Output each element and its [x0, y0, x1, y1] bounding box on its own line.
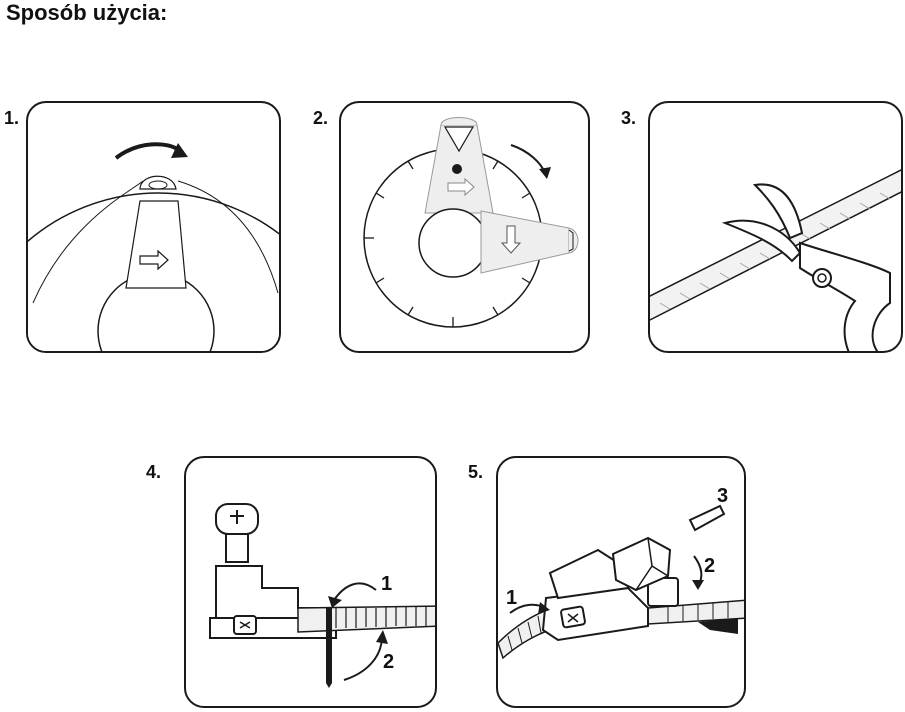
page-title: Sposób użycia: [6, 0, 168, 25]
step-1-illustration [28, 142, 279, 351]
step-1-panel [26, 101, 281, 353]
step-5-callout-2: 2 [704, 555, 715, 577]
step-2-number: 2. [313, 108, 329, 128]
step-2-panel [339, 101, 590, 353]
step-4-callout-1: 1 [381, 573, 392, 595]
step-3-number: 3. [621, 108, 637, 128]
step-3-panel [648, 101, 903, 353]
step-4-panel: 1 2 [184, 456, 437, 708]
step-3-illustration [650, 169, 901, 351]
step-5-panel: 1 2 3 [496, 456, 746, 708]
step-2-illustration [363, 117, 579, 328]
step-5-callout-3: 3 [717, 485, 728, 507]
step-5-illustration: 1 2 3 [498, 485, 744, 660]
step-5-callout-1: 1 [506, 587, 517, 609]
step-4-illustration: 1 2 [209, 503, 435, 688]
step-4-number: 4. [146, 462, 162, 482]
step-4-callout-2: 2 [383, 651, 394, 673]
step-1-number: 1. [4, 108, 20, 128]
step-5-number: 5. [468, 462, 484, 482]
